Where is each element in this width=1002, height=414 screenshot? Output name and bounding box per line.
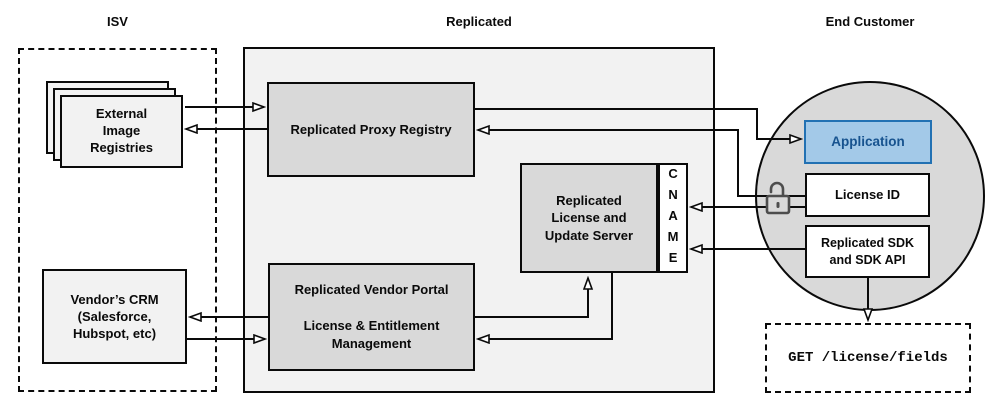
application-node: Application [804, 120, 932, 164]
isv-dashed-container [18, 48, 217, 392]
replicated-sdk-node: Replicated SDK and SDK API [805, 225, 930, 278]
external-image-registries-node: External Image Registries [60, 95, 183, 168]
replicated-license-update-server-node: Replicated License and Update Server [520, 163, 658, 273]
license-id-node: License ID [805, 173, 930, 217]
replicated-vendor-portal-node: Replicated Vendor Portal License & Entit… [268, 263, 475, 371]
cname-node: CNAME [658, 163, 688, 273]
replicated-proxy-registry-node: Replicated Proxy Registry [267, 82, 475, 177]
isv-section-label: ISV [107, 14, 128, 29]
replicated-section-label: Replicated [446, 14, 512, 29]
get-license-fields-node: GET /license/fields [765, 323, 971, 393]
end-customer-section-label: End Customer [825, 14, 915, 29]
vendors-crm-node: Vendor’s CRM (Salesforce, Hubspot, etc) [42, 269, 187, 364]
